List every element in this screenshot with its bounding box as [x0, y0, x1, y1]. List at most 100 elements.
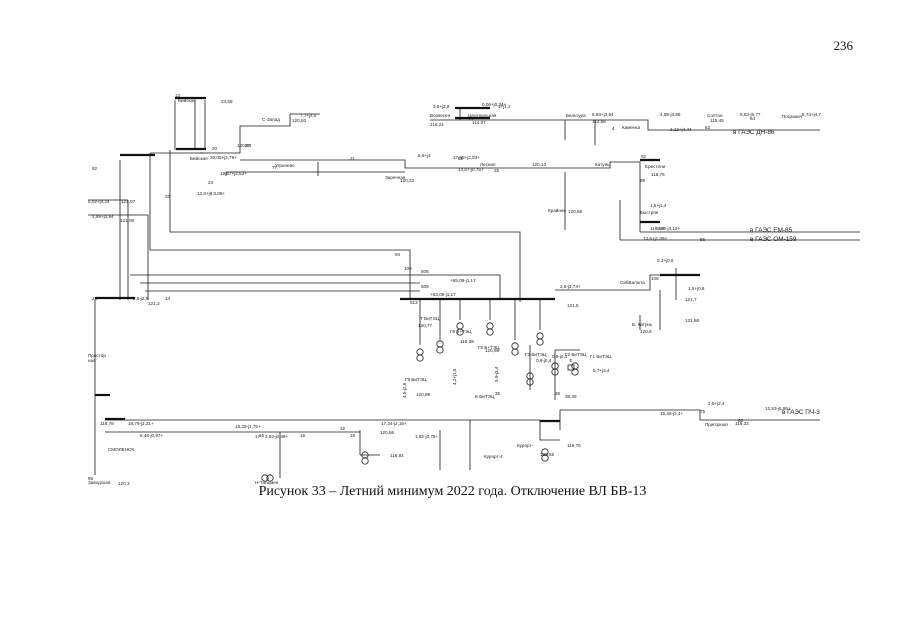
node-number: 87 — [245, 143, 251, 148]
flow-label-f33: 16,79-j2,21+ — [128, 421, 154, 426]
voltage-label-v27: 119,76 — [567, 443, 581, 448]
flow-label-f27: 2,6-j2,5 — [133, 296, 149, 301]
transformer-symbol — [486, 322, 494, 330]
transformer-symbol — [511, 348, 519, 356]
substation-label-pogranichnaya: Погранич — [782, 114, 803, 119]
node-number: 20 — [212, 146, 218, 151]
voltage-label-v17: 120,77 — [418, 323, 432, 328]
flow-label-f01: 7,7+j4,5 — [300, 113, 317, 118]
substation-label-smolenskoe: СМОЛЕНСК — [108, 447, 134, 452]
substation-label-kraynee: Крайнее — [548, 207, 566, 213]
voltage-label-v06: 120,94 — [237, 143, 251, 148]
line-segment — [130, 274, 501, 300]
substation-label-tsentralnaya: Центральная — [468, 113, 497, 118]
node-number: 17 — [255, 434, 261, 439]
flow-label-f02: 23,58 — [221, 99, 233, 104]
voltage-label-v11: 118,63 — [650, 226, 664, 231]
flow-label-f19: 0,08-j4,12+ — [657, 226, 680, 231]
flow-label-f28: 5,9-j3,4 — [494, 366, 499, 382]
voltage-label-v12: 121,07 — [121, 199, 135, 204]
transformer-symbol — [541, 454, 549, 462]
flow-label-f09: 5,74+j4,7 — [802, 112, 821, 117]
node-number: 106 — [404, 266, 412, 271]
voltage-label-v24: 120,3 — [118, 481, 130, 486]
voltage-label-v03: 114,07 — [472, 120, 486, 125]
flow-label-f03: 0,06+j0,34+ — [482, 102, 507, 107]
voltage-label-v02: 116,24 — [430, 122, 444, 127]
substation-label-biyskaya_top: Бийская — [178, 97, 196, 103]
voltage-label-v25: 120,56 — [380, 430, 394, 435]
flow-label-f21: 1,5+j1,4 — [650, 203, 667, 208]
voltage-label-v16: 121,7 — [685, 297, 697, 302]
substation-label-biyskaya: Бийская — [190, 155, 208, 161]
voltage-label-v20: 121,88 — [685, 318, 699, 323]
transformer-symbol — [456, 328, 464, 336]
flow-label-f20: 13,6+j1,09+ — [643, 236, 668, 241]
flow-label-f06: 5,63+j3,54 — [592, 112, 614, 117]
link-label-gaes-pch3: в ГАЭС ПЧ-3 — [782, 409, 820, 416]
substation-label-katun: Катунь — [595, 162, 610, 167]
node-number: 13 — [175, 93, 181, 98]
node-number: 23 — [92, 296, 98, 301]
voltage-label-v23: 118,78 — [100, 421, 114, 426]
figure-caption: Рисунок 33 – Летний минимум 2022 года. О… — [258, 484, 647, 499]
voltage-label-v30: 118,39 — [460, 339, 474, 344]
voltage-label-v10: 120,88 — [568, 209, 582, 214]
link-label-gaes-em85: в ГАЭС ЕМ-85 — [750, 227, 793, 234]
substation-label-ugrenevo: Угренево — [275, 163, 295, 168]
substation-label-bystryan: Быстрян — [640, 210, 659, 215]
node-number: 94 — [395, 252, 401, 257]
node-number: 509 — [421, 284, 429, 289]
substation-label-eresteni: Ерестени — [645, 164, 666, 169]
node-number: 56 — [700, 237, 706, 242]
voltage-label-v19: 120,99 — [485, 348, 499, 353]
flow-label-f26: +63,09-j1,17 — [430, 292, 456, 297]
generator-label-g2: Г2 БиТЭЦ — [565, 352, 587, 357]
voltage-label-v18: 120,88 — [416, 392, 430, 397]
voltage-label-v04: 114,68 — [592, 119, 606, 124]
flow-label-f17: 5,02+j4,24 — [88, 199, 110, 204]
transformer-symbol — [536, 332, 544, 340]
flow-label-f31: 2,5+j2,4 — [708, 401, 725, 406]
flow-label-f42: 4,5-j2,5 — [402, 382, 407, 398]
flow-label-f18: 2,99+j3,94 — [92, 214, 114, 219]
flow-label-f29: 5,7+j3,4 — [593, 368, 610, 373]
flow-label-f10: 1,12+j4,44 — [670, 127, 692, 132]
page-number: 236 — [833, 38, 854, 53]
line-segment — [225, 171, 405, 176]
flow-label-f11: 20,05+j2,79+ — [210, 155, 237, 160]
voltage-label-v22: 38,39 — [565, 394, 577, 399]
node-number: 59 — [640, 178, 646, 183]
voltage-label-v26: 118,84 — [390, 453, 404, 458]
transformer-symbol — [416, 354, 424, 362]
flow-label-f07: 4,89-j3,89 — [660, 112, 681, 117]
node-number: 75 — [700, 409, 706, 414]
node-number: 18 — [350, 433, 356, 438]
substation-label-s_zapad: С-Запад — [262, 117, 280, 122]
flow-label-f25: +65,09-j1,17 — [450, 278, 476, 283]
flow-label-f16: 13,6+j9,0,08+ — [197, 191, 225, 196]
flow-label-f08: 5,63-j5,77 — [740, 112, 761, 117]
generator-label-g3: Г3 БиТЭЦ — [525, 352, 547, 357]
substation-label-kurort: Курорт-4 — [484, 454, 503, 459]
substation-label-kurortnaya: Курорт- — [517, 443, 534, 448]
node-number: 77 — [272, 165, 278, 170]
link-label-gaes-om159: в ГАЭС ОМ-159 — [750, 236, 797, 243]
flow-label-f05: 1+j1,2 — [498, 104, 511, 109]
node-number: 92 — [92, 166, 98, 171]
flow-label-f14: 14,87-j0,76+ — [458, 167, 484, 172]
transformer-symbol — [551, 368, 559, 376]
node-number: 16 — [259, 433, 265, 438]
flow-label-f38: 1,82-j3,75+ — [415, 434, 438, 439]
node-number: 63 — [705, 125, 711, 130]
voltage-label-v01: 120,93 — [292, 118, 306, 123]
generator-label-t1: Т БиТЭЦ — [420, 316, 440, 321]
equipment-symbols — [261, 322, 579, 482]
line-segment — [149, 153, 411, 300]
node-number: 508 — [421, 269, 429, 274]
node-number: 19 — [300, 433, 306, 438]
transformer-symbol — [526, 378, 534, 386]
substation-label-zarechnaya: Заречная — [385, 175, 406, 180]
